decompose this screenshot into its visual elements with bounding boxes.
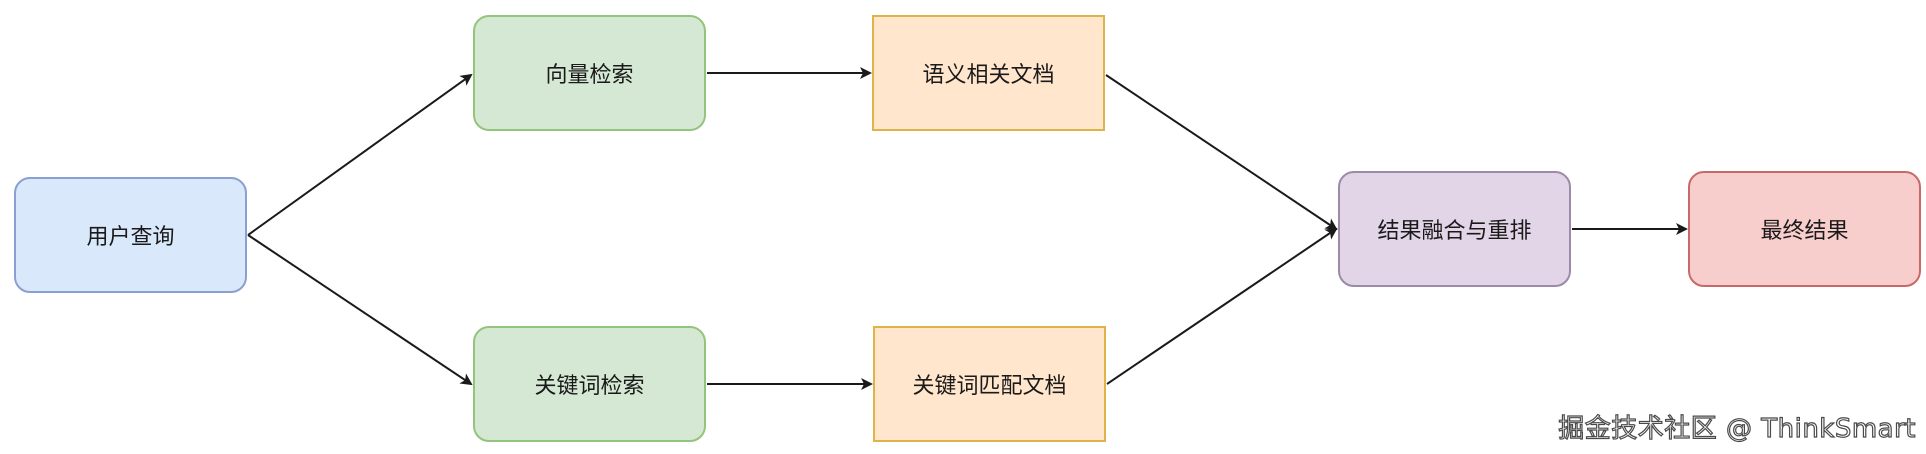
node-final-result-label: 最终结果 [1760,219,1849,244]
node-keyword-search-label: 关键词检索 [534,374,645,399]
node-user-query-label: 用户查询 [86,225,175,250]
node-vector-search: 向量检索 [473,15,706,131]
node-keyword-docs: 关键词匹配文档 [873,326,1106,442]
node-keyword-docs-label: 关键词匹配文档 [912,374,1067,399]
node-fusion-rerank: 结果融合与重排 [1338,171,1571,287]
node-user-query: 用户查询 [14,177,247,293]
node-keyword-search: 关键词检索 [473,326,706,442]
node-fusion-rerank-label: 结果融合与重排 [1377,219,1532,244]
arrow-user-to-keyword [247,234,473,386]
arrow-keyworddocs-to-fusion [1106,227,1338,385]
arrow-semantic-to-fusion [1105,74,1338,231]
node-semantic-docs-label: 语义相关文档 [922,63,1055,88]
node-semantic-docs: 语义相关文档 [872,15,1105,131]
node-final-result: 最终结果 [1688,171,1921,287]
watermark: 掘金技术社区 @ ThinkSmart [1558,413,1916,444]
node-vector-search-label: 向量检索 [545,63,634,88]
arrow-user-to-vector [247,73,473,236]
